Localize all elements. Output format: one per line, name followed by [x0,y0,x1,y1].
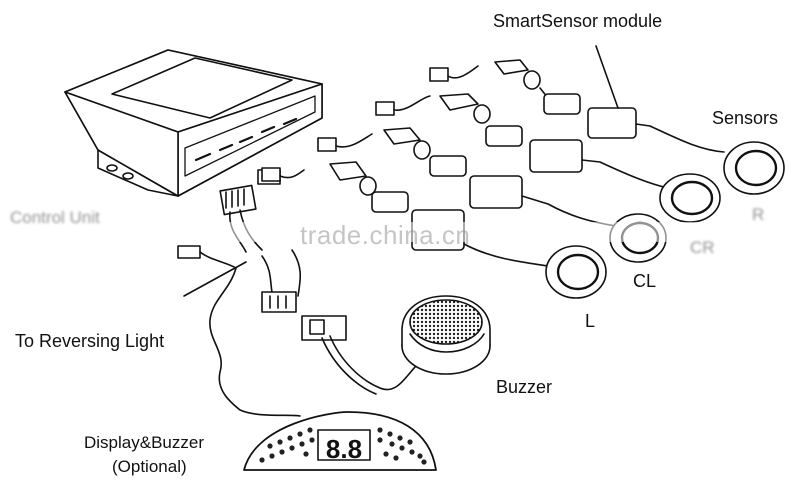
label-to-reversing-light: To Reversing Light [15,331,165,351]
reversing-light-wire [177,245,301,417]
label-buzzer: Buzzer [496,377,553,397]
display-dots [259,427,427,465]
label-sensor-cl: CL [633,271,657,291]
harness-connector-left [219,184,263,253]
watermark-band [0,222,800,242]
sensor-cr [659,173,721,223]
sensor-l [545,245,607,299]
watermark: trade.china.cn [300,220,471,250]
buzzer-body [401,295,491,375]
sensor-cable-cl [317,127,617,227]
label-sensor-cr: CR [690,238,715,257]
label-smartsensor-module: SmartSensor module [493,11,663,31]
sensor-cable-r [429,59,725,153]
smartsensor-leader-line [595,45,619,109]
label-display-buzzer: Display&Buzzer [84,433,204,452]
buzzer-wire [261,249,421,395]
label-optional: (Optional) [112,457,187,476]
sensor-cable-cr [375,93,669,189]
label-sensor-r: R [752,205,765,224]
label-control-unit: Control Unit [10,208,100,227]
label-sensor-l: L [585,311,596,331]
sensor-r [723,141,785,195]
display-readout: 8.8 [326,434,362,464]
label-sensors: Sensors [712,108,779,128]
control-unit-box [64,49,323,197]
